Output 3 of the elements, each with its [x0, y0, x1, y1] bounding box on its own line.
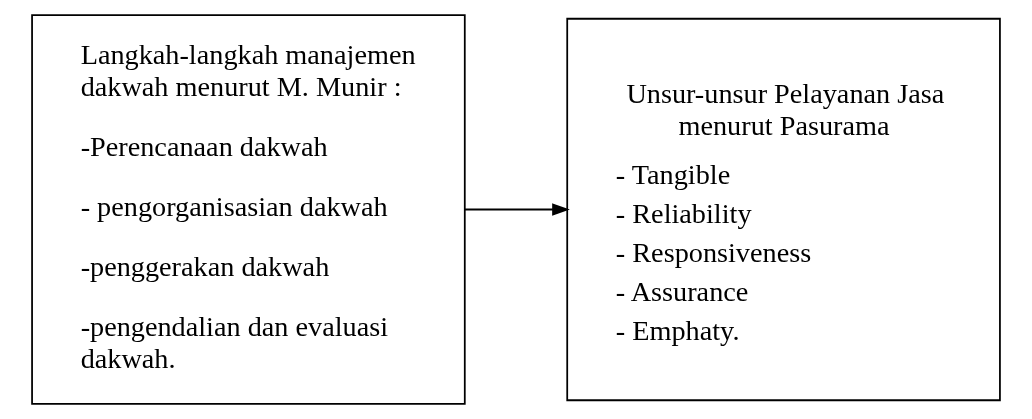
node-box: Unsur-unsur Pelayanan Jasa menurut Pasurama - Tangible - Reliability - Responsiveness - Assurance - Emphaty.	[566, 17, 1001, 402]
arrow	[464, 203, 570, 216]
node-box: Langkah-langkah manajemen dakwah menurut M. Munir : -Perencanaan dakwah - pengorganisasian dakwah -penggerakan dakwah -pengendalian dan evaluasi dakwah.	[31, 14, 466, 405]
